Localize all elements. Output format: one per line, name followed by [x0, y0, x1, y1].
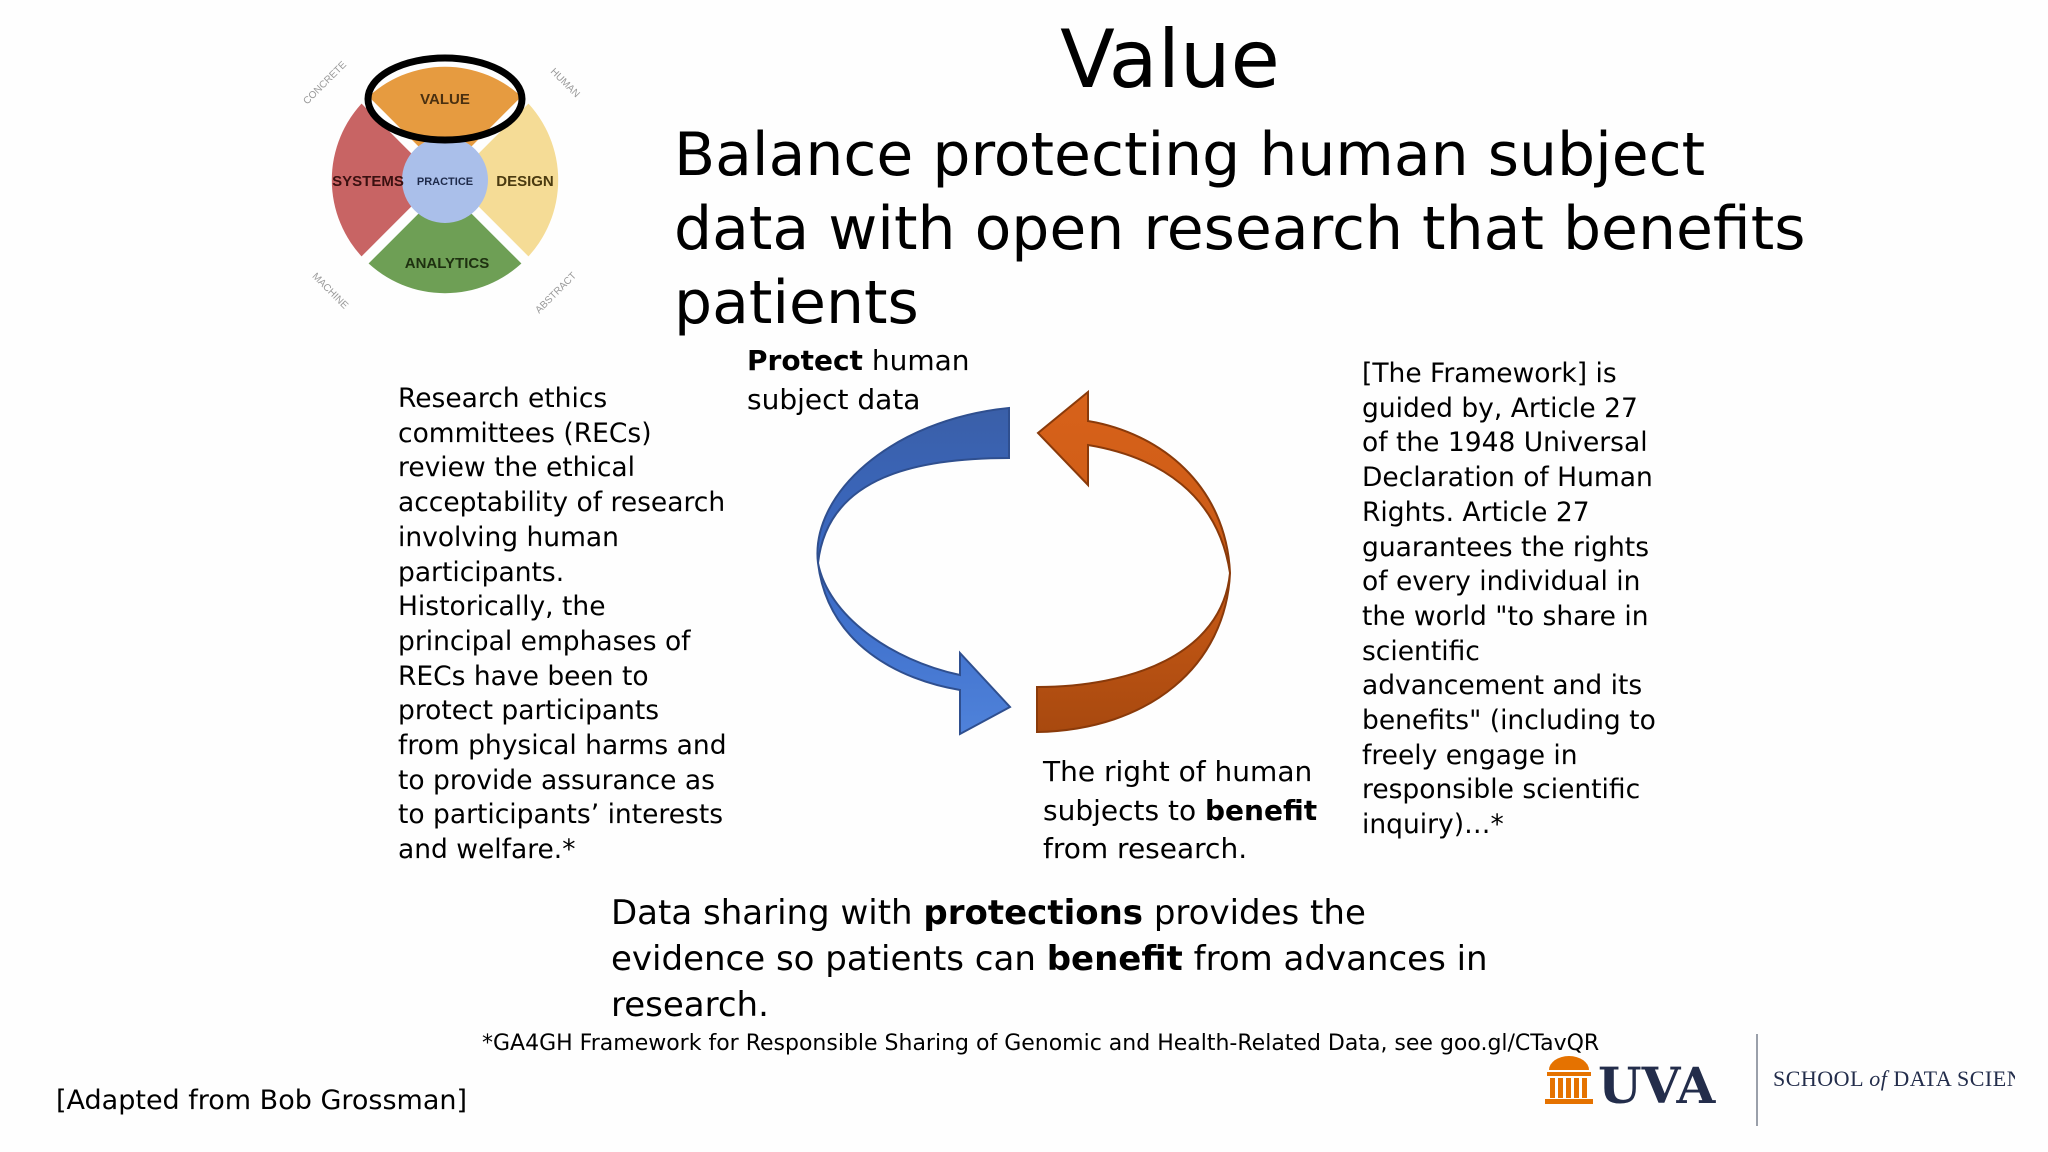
benefit-label-post: from research.	[1043, 832, 1248, 865]
benefit-label-pre: The right of human subjects to	[1043, 755, 1313, 827]
wheel-label-design: DESIGN	[496, 173, 554, 190]
benefit-label: The right of human subjects to benefit f…	[1043, 753, 1343, 869]
benefit-label-bold: benefit	[1204, 793, 1318, 827]
wheel-edge-machine: MACHINE	[310, 271, 351, 312]
ethics-committee-paragraph: Research ethics committees (RECs) review…	[398, 383, 727, 866]
cycle-arrows-diagram	[816, 389, 1232, 736]
protect-label: Protect human subject data	[747, 342, 1007, 419]
wheel-edge-concrete: CONCRETE	[301, 59, 349, 107]
wheel-center-practice	[402, 137, 488, 223]
protect-label-rest: human subject data	[747, 344, 970, 416]
framework-paragraph: [The Framework] is guided by, Article 27…	[1362, 358, 1656, 841]
summary-bold-protections: protections	[923, 893, 1144, 933]
protect-label-bold: Protect	[747, 344, 863, 377]
footnote: *GA4GH Framework for Responsible Sharing…	[482, 1031, 1600, 1056]
wheel-label-analytics: ANALYTICS	[405, 255, 489, 272]
uva-wordmark: UVA	[1598, 1056, 1717, 1115]
wheel-segment-value	[365, 66, 525, 180]
orange-cycle-arrow	[1036, 389, 1232, 734]
credit-line: [Adapted from Bob Grossman]	[56, 1085, 468, 1116]
wheel-segment-analytics	[365, 180, 525, 294]
summary-statement: Data sharing with protections provides t…	[611, 890, 1511, 1028]
slide-title: Value	[1060, 13, 1280, 106]
school-name: SCHOOL of DATA SCIENCE	[1773, 1066, 2015, 1091]
slide-subtitle: Balance protecting human subject data wi…	[674, 120, 1806, 338]
rotunda-icon	[1545, 1056, 1593, 1104]
summary-mid: provides the evidence so patients can	[611, 893, 1366, 979]
data-science-wheel: VALUE DESIGN ANALYTICS SYSTEMS PRACTICE …	[301, 54, 582, 316]
wheel-edge-human: HUMAN	[548, 66, 582, 100]
summary-post: from advances in research.	[611, 939, 1488, 1025]
wheel-segment-design	[445, 100, 559, 260]
wheel-label-systems: SYSTEMS	[332, 173, 404, 190]
uva-school-logo: UVA SCHOOL of DATA SCIENCE	[1545, 1034, 2015, 1126]
wheel-edge-abstract: ABSTRACT	[533, 270, 578, 315]
summary-bold-benefit: benefit	[1046, 939, 1183, 979]
wheel-segment-systems	[331, 100, 445, 260]
summary-pre: Data sharing with	[611, 893, 924, 933]
wheel-label-value: VALUE	[420, 91, 470, 108]
wheel-label-practice: PRACTICE	[417, 176, 473, 188]
blue-cycle-arrow	[816, 406, 1012, 736]
value-highlight-ellipse	[364, 54, 526, 144]
